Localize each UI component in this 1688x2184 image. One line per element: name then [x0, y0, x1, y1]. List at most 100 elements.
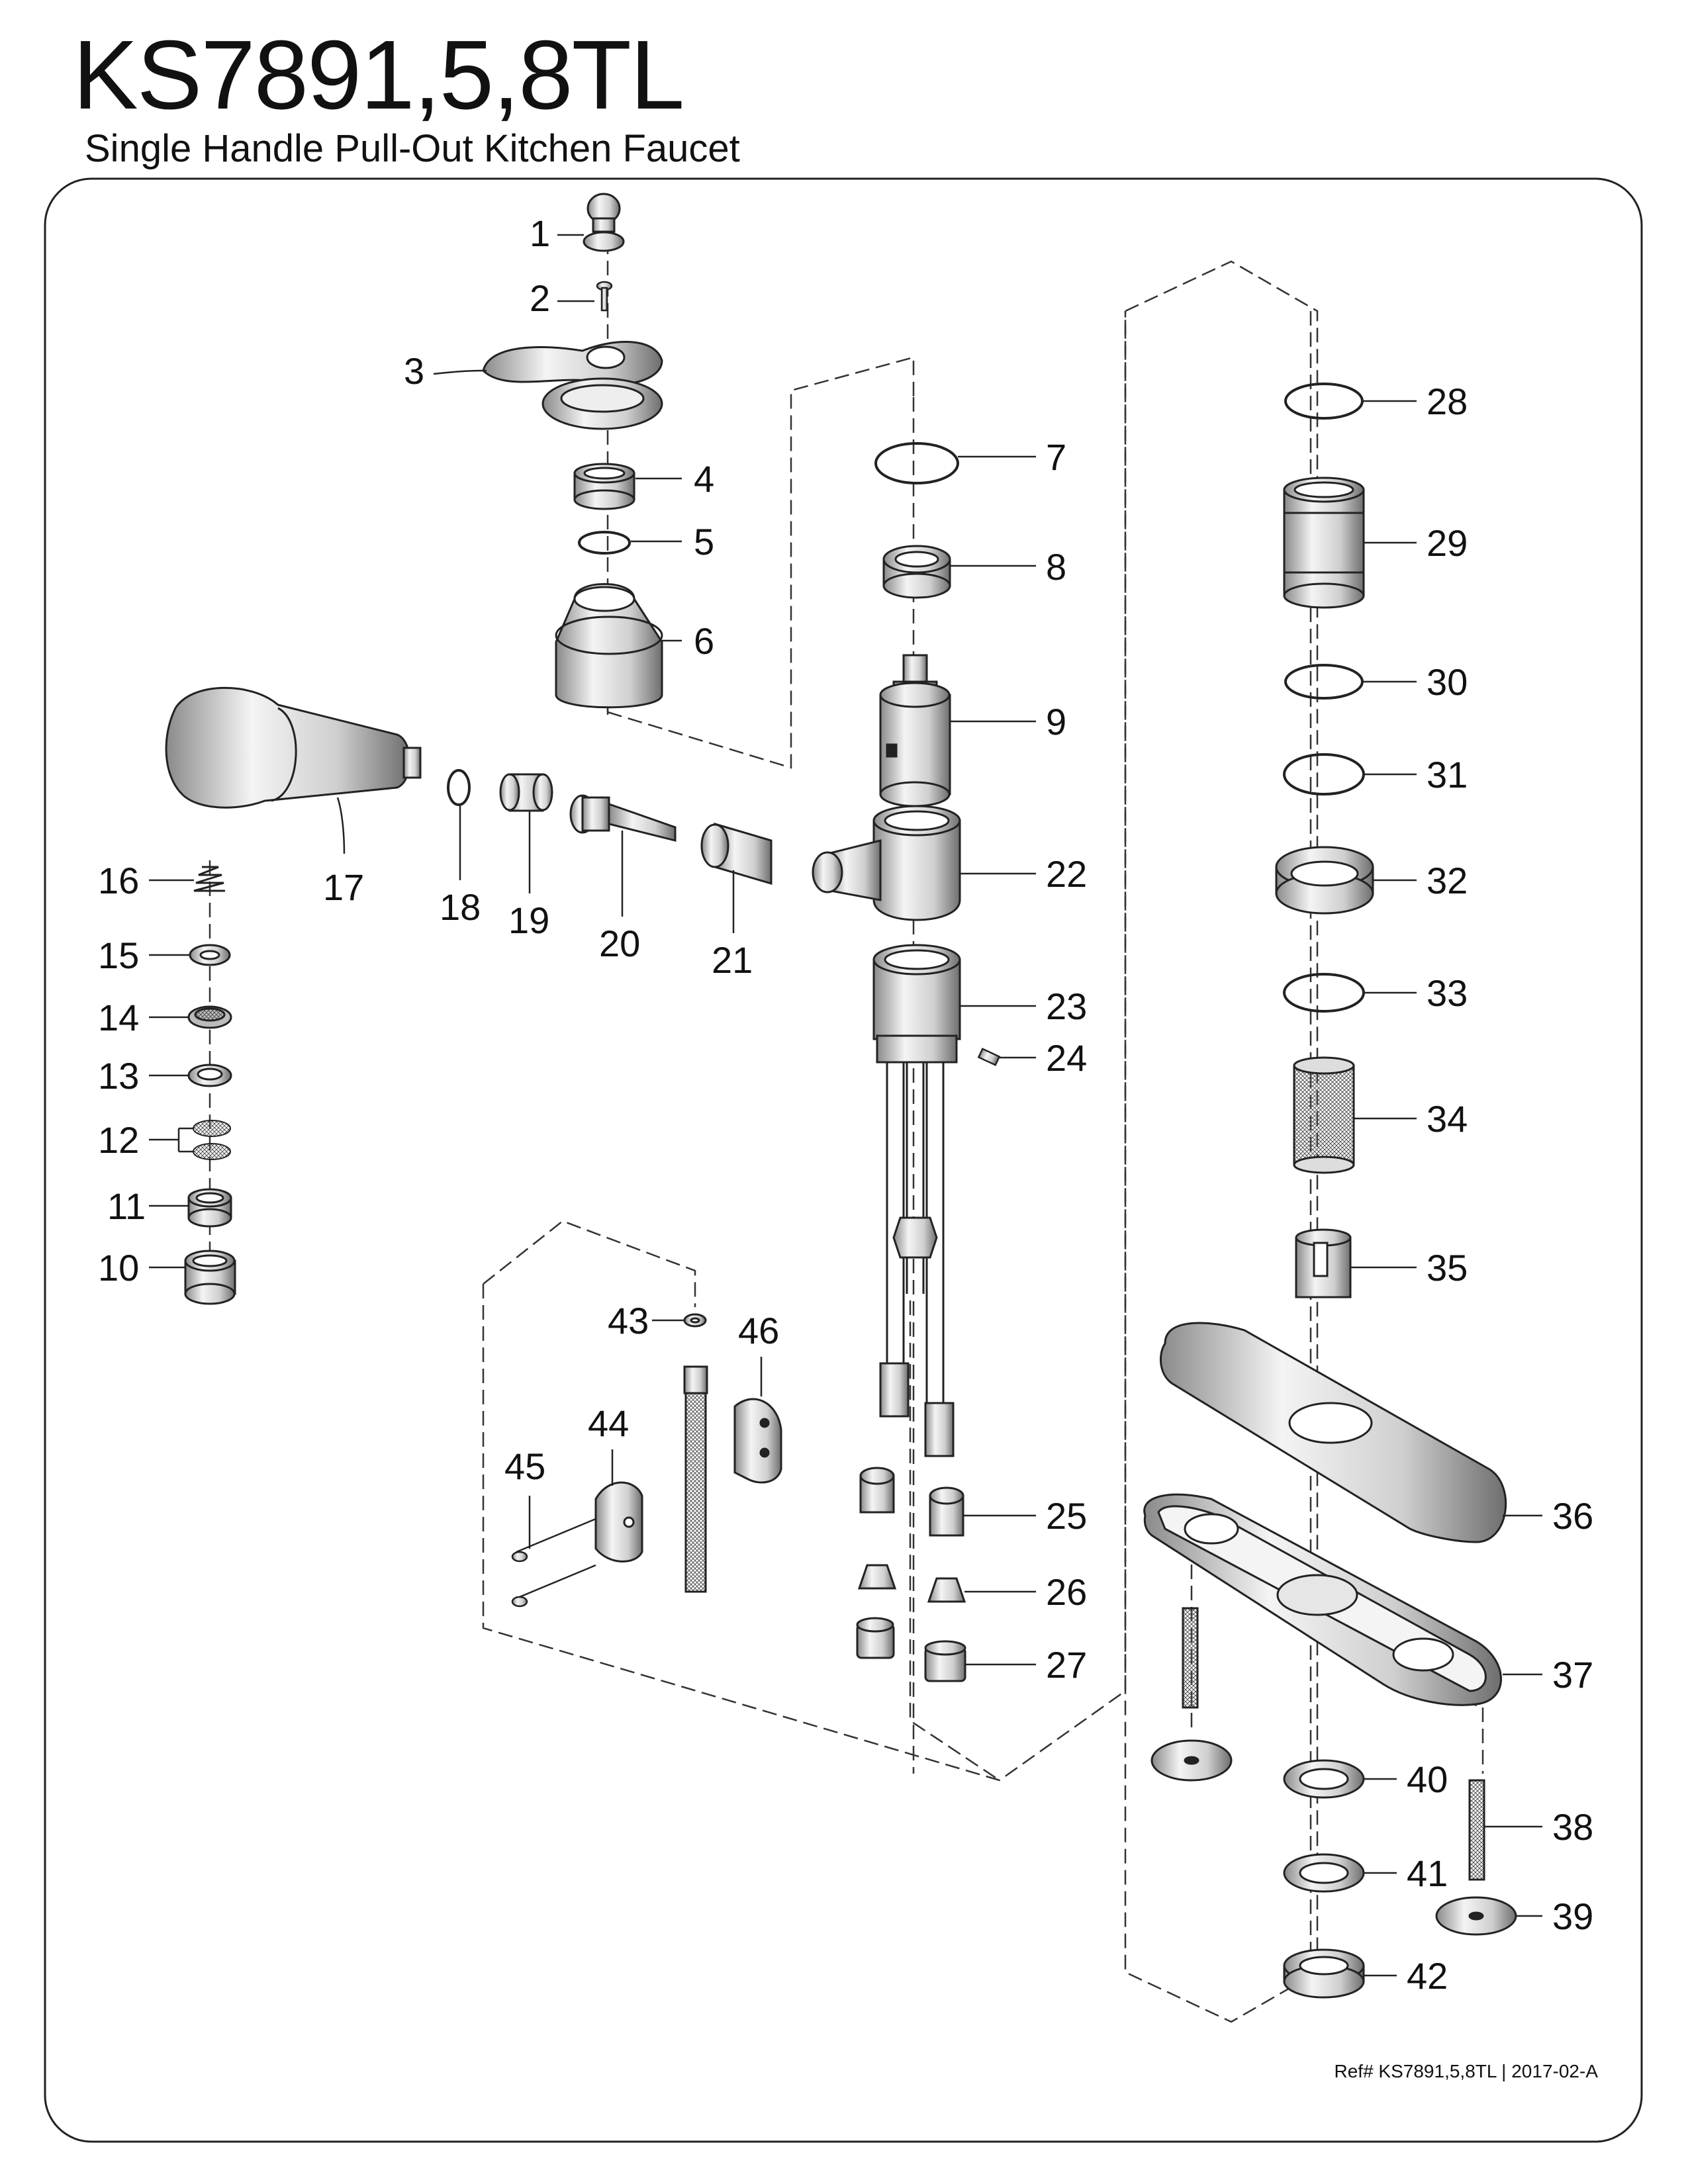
part-22-spout-body — [812, 805, 961, 921]
part-41-washer — [1283, 1853, 1365, 1893]
part-28-o-ring — [1284, 383, 1364, 420]
part-label-34: 34 — [1427, 1098, 1468, 1140]
part-7-o-ring — [874, 442, 959, 484]
part-38-threaded-rod — [1182, 1607, 1485, 1881]
part-label-11: 11 — [107, 1185, 146, 1227]
part-26-compression-rings — [857, 1564, 966, 1603]
frame-border — [44, 177, 1643, 2143]
part-label-29: 29 — [1427, 522, 1468, 564]
part-23-valve-body — [872, 944, 961, 1457]
part-label-24: 24 — [1046, 1037, 1087, 1079]
part-label-43: 43 — [608, 1300, 649, 1342]
part-43-hose — [683, 1365, 708, 1593]
part-label-22: 22 — [1046, 853, 1087, 895]
part-2-screw — [596, 281, 613, 312]
part-3-lever-handle — [482, 341, 663, 430]
part-1-handle-cap — [583, 193, 625, 252]
part-46-weight-half — [733, 1398, 782, 1484]
part-label-23: 23 — [1046, 985, 1087, 1027]
part-label-15: 15 — [98, 934, 139, 976]
reference-footer: Ref# KS7891,5,8TL | 2017-02-A — [1334, 2061, 1599, 2081]
part-29-sleeve — [1283, 477, 1365, 609]
part-label-37: 37 — [1552, 1654, 1593, 1696]
part-label-21: 21 — [712, 939, 753, 981]
part-25-check-valves — [859, 1467, 964, 1537]
part-20-hose-connector — [569, 794, 677, 842]
part-18-o-ring — [447, 769, 471, 806]
part-33-o-ring — [1283, 973, 1365, 1013]
part-label-35: 35 — [1427, 1247, 1468, 1289]
part-12-screens — [193, 1120, 231, 1160]
part-19-check-valve — [499, 773, 553, 812]
part-11-aerator-ring — [187, 1188, 232, 1228]
part-6-cap-cover — [555, 583, 663, 709]
part-label-45: 45 — [504, 1445, 545, 1487]
part-37-gasket — [1143, 1493, 1502, 1706]
product-subtitle: Single Handle Pull-Out Kitchen Faucet — [85, 127, 740, 170]
part-label-16: 16 — [98, 860, 139, 901]
part-10-aerator-housing — [184, 1250, 236, 1305]
part-27-nuts — [856, 1617, 966, 1682]
guide-handle-to-body — [607, 356, 915, 769]
part-label-3: 3 — [404, 350, 424, 392]
part-36-deck-plate — [1159, 1322, 1507, 1543]
part-label-33: 33 — [1427, 972, 1468, 1014]
part-14-flow-insert — [187, 1005, 232, 1029]
part-label-28: 28 — [1427, 381, 1468, 422]
part-24-set-screw — [977, 1048, 1001, 1066]
part-42-lock-nut — [1283, 1948, 1365, 1999]
part-40-washer — [1283, 1759, 1365, 1799]
part-45-screws — [511, 1518, 596, 1608]
part-16-spring — [193, 866, 225, 892]
part-label-18: 18 — [440, 886, 481, 928]
part-label-31: 31 — [1427, 754, 1468, 796]
part-15-washer — [189, 944, 231, 966]
part-label-26: 26 — [1046, 1571, 1087, 1613]
part-8-bonnet-nut — [882, 545, 951, 599]
part-35-clip — [1295, 1228, 1352, 1298]
part-17-spray-head — [165, 686, 422, 809]
part-label-19: 19 — [508, 899, 549, 941]
part-label-40: 40 — [1407, 1758, 1448, 1800]
part-44-weight-half — [594, 1481, 643, 1563]
part-label-6: 6 — [694, 620, 714, 662]
part-label-46: 46 — [738, 1310, 779, 1351]
part-9-cartridge — [879, 654, 951, 807]
leader-lines — [149, 234, 1542, 1977]
part-label-10: 10 — [98, 1247, 139, 1289]
part-13-washer — [187, 1064, 232, 1087]
guide-weight-box — [483, 1220, 696, 1307]
part-label-20: 20 — [599, 923, 640, 964]
part-label-8: 8 — [1046, 546, 1066, 588]
part-label-2: 2 — [530, 277, 550, 319]
part-label-14: 14 — [98, 997, 139, 1038]
part-label-32: 32 — [1427, 860, 1468, 901]
part-label-36: 36 — [1552, 1495, 1593, 1537]
part-31-o-ring — [1283, 753, 1365, 796]
part-label-13: 13 — [98, 1055, 139, 1097]
part-39-mounting-bracket — [1150, 1739, 1517, 1936]
part-label-42: 42 — [1407, 1955, 1448, 1997]
part-21-sleeve — [700, 822, 773, 886]
part-label-27: 27 — [1046, 1644, 1087, 1686]
part-label-7: 7 — [1046, 436, 1066, 478]
part-30-o-ring — [1284, 664, 1364, 700]
part-43-washer — [683, 1313, 707, 1328]
part-label-39: 39 — [1552, 1895, 1593, 1937]
part-label-17: 17 — [323, 866, 364, 908]
model-title: KS7891,5,8TL — [73, 21, 684, 130]
part-label-12: 12 — [98, 1119, 139, 1161]
part-label-44: 44 — [588, 1402, 629, 1444]
part-label-38: 38 — [1552, 1806, 1593, 1848]
part-34-threaded-shank — [1293, 1056, 1355, 1174]
part-label-25: 25 — [1046, 1495, 1087, 1537]
part-label-4: 4 — [694, 458, 714, 500]
part-label-41: 41 — [1407, 1852, 1448, 1894]
part-label-1: 1 — [530, 212, 550, 254]
part-label-5: 5 — [694, 521, 714, 563]
part-4-ring — [573, 463, 635, 510]
part-5-o-ring — [578, 531, 631, 555]
part-label-30: 30 — [1427, 661, 1468, 703]
part-label-9: 9 — [1046, 701, 1066, 743]
